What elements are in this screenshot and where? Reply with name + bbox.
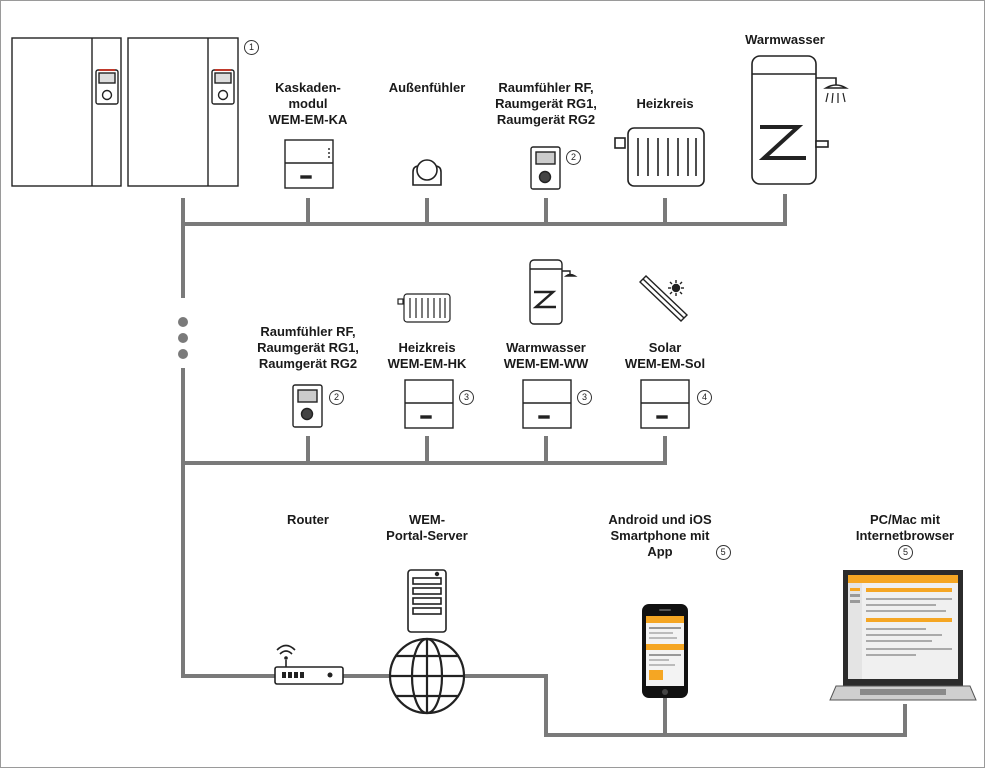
- laptop: [829, 570, 977, 701]
- badge-raum-top: 2: [566, 150, 581, 165]
- badge-raum-mid: 2: [329, 390, 344, 405]
- bus-globe-devices: [463, 674, 907, 737]
- hk-mid-module: [404, 379, 454, 429]
- room-unit-mid: [292, 384, 323, 428]
- sol-mid-module: [640, 379, 690, 429]
- room-unit-top: [530, 146, 561, 190]
- ww-mid-tank: [529, 259, 578, 325]
- hk-mid-radiator: [397, 293, 451, 323]
- solar-collector: [638, 275, 689, 322]
- ww-mid-module: [522, 379, 572, 429]
- label-portal: WEM-Portal-Server: [386, 512, 468, 543]
- water-tank-top: [751, 55, 849, 185]
- label-heizkreis-top: Heizkreis: [636, 96, 694, 111]
- outdoor-sensor: [412, 159, 442, 186]
- label-aussenfuehler: Außenfühler: [388, 80, 466, 95]
- badge-ww-mid: 3: [577, 390, 592, 405]
- badge-hk-mid: 3: [459, 390, 474, 405]
- badge-sol-mid: 4: [697, 390, 712, 405]
- label-raum-top: Raumfühler RF,Raumgerät RG1,Raumgerät RG…: [495, 80, 597, 127]
- router-device: [274, 644, 344, 685]
- kaskade-module: [284, 139, 334, 189]
- label-warmwasser-top: Warmwasser: [745, 32, 825, 47]
- label-router: Router: [287, 512, 329, 527]
- boiler-1: [11, 37, 122, 187]
- boiler-2: [127, 37, 239, 187]
- server-tower: [407, 569, 447, 633]
- label-raum-mid: Raumfühler RF,Raumgerät RG1,Raumgerät RG…: [257, 324, 359, 371]
- bus-lines: [181, 194, 907, 737]
- badge-pc: 5: [898, 545, 913, 560]
- badge-app: 5: [715, 545, 731, 560]
- ellipsis-dots: [178, 317, 188, 359]
- radiator-top: [614, 127, 705, 187]
- globe-icon: [388, 637, 466, 715]
- sun-icon: [668, 280, 684, 296]
- smartphone: [642, 604, 688, 698]
- bus-vertical-bottom: [181, 368, 277, 678]
- badge-boiler: 1: [244, 40, 259, 55]
